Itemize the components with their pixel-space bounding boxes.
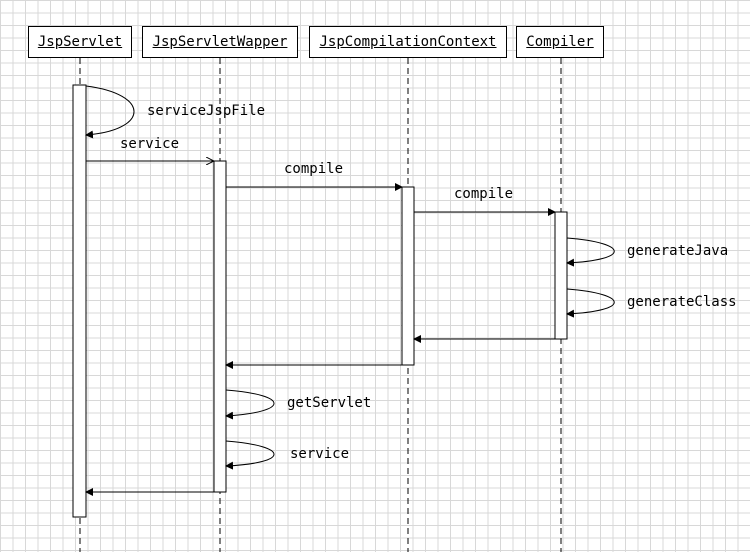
message-label-get-servlet: getServlet	[287, 395, 371, 411]
message-arrow-get-servlet	[225, 389, 275, 420]
message-label-generate-java: generateJava	[627, 243, 728, 259]
participant-compiler[interactable]: Compiler	[516, 26, 604, 58]
participant-jsp-servlet[interactable]: JspServlet	[28, 26, 132, 58]
participant-jsp-compilation-context[interactable]: JspCompilationContext	[309, 26, 507, 58]
activation-jsp-servlet	[72, 84, 87, 518]
message-label-service: service	[120, 136, 179, 152]
message-label-compile-context: compile	[284, 161, 343, 177]
message-arrow-service-jsp-file	[85, 85, 135, 139]
message-arrow-generate-class	[566, 288, 615, 318]
activation-jsp-compilation-context	[401, 186, 415, 366]
message-label-service-wapper: service	[290, 446, 349, 462]
message-arrow-generate-java	[566, 237, 615, 267]
activation-compiler	[554, 211, 568, 340]
message-label-compile-compiler: compile	[454, 186, 513, 202]
message-label-service-jsp-file: serviceJspFile	[147, 103, 265, 119]
activation-jsp-servlet-wapper	[213, 160, 227, 493]
message-label-generate-class: generateClass	[627, 294, 737, 310]
participant-jsp-servlet-wapper[interactable]: JspServletWapper	[142, 26, 298, 58]
message-arrow-service-wapper	[225, 440, 275, 470]
